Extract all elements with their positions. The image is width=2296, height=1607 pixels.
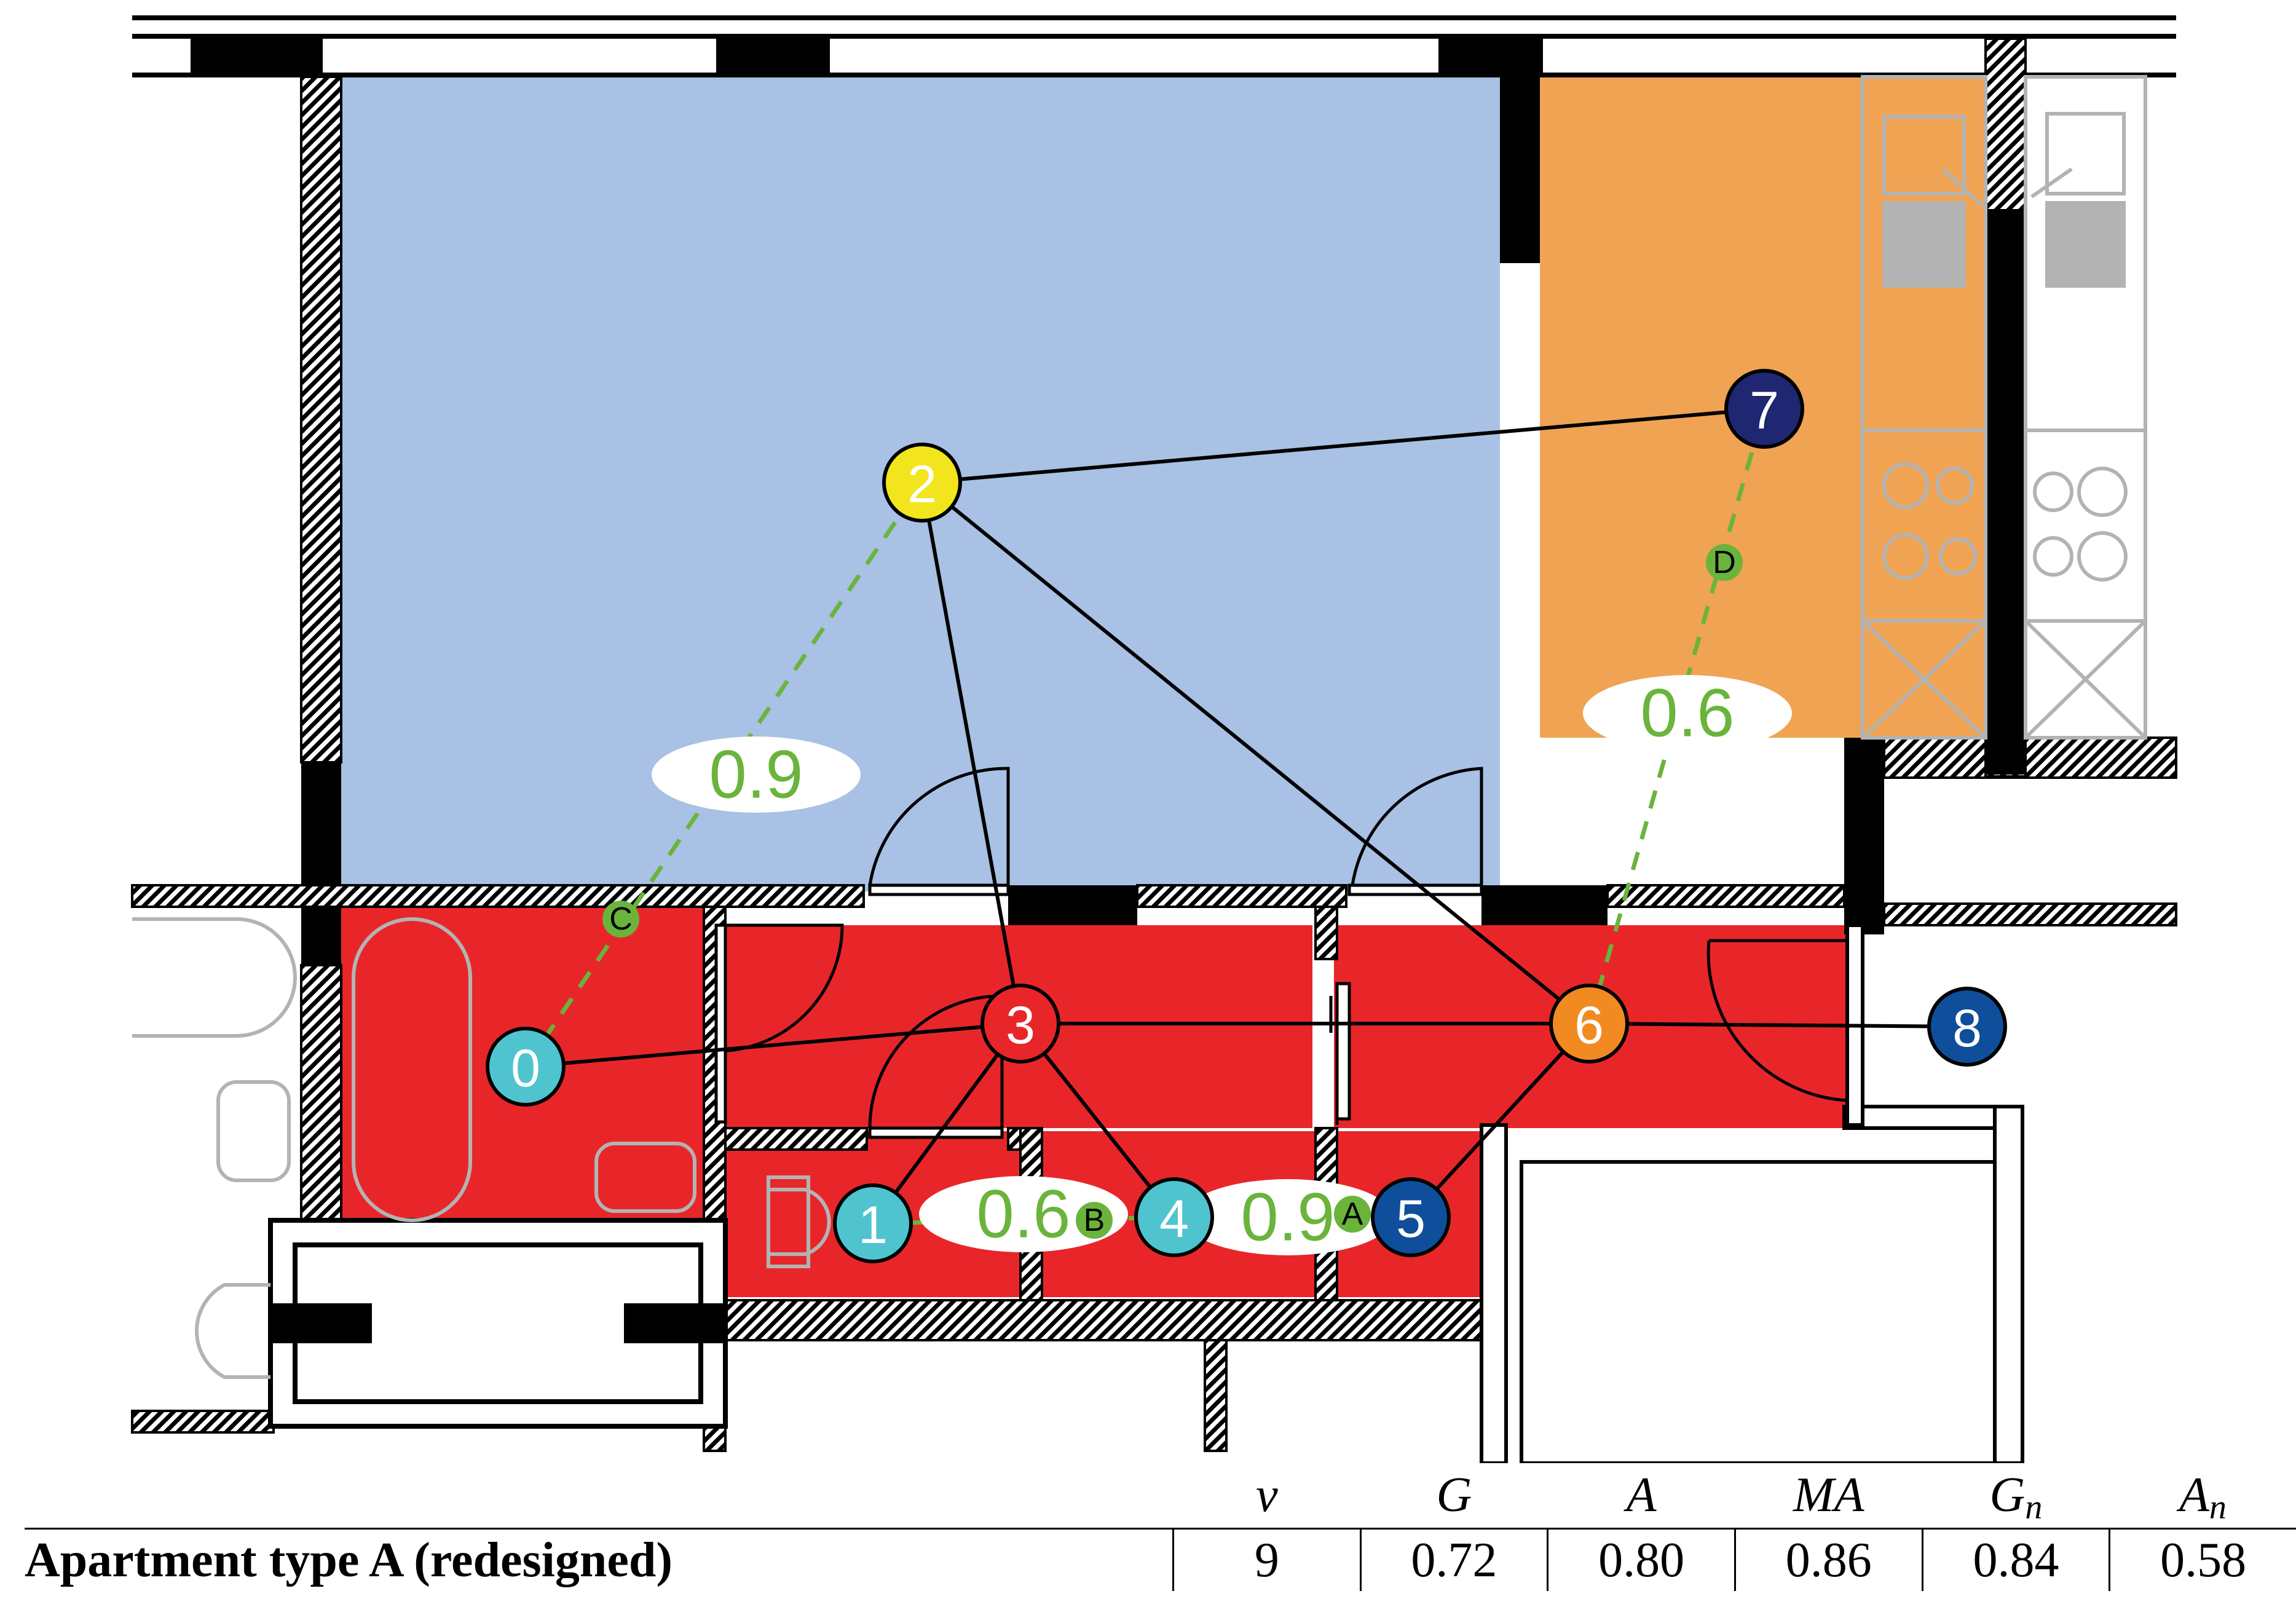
edge-6-5 [1409, 1022, 1591, 1219]
edge-3-4 [1019, 1022, 1176, 1218]
header-ma: MA [1735, 1466, 1923, 1530]
table-corner [25, 1466, 1174, 1530]
node-label-2: 2 [907, 455, 937, 514]
node-1 [833, 1183, 913, 1263]
facade [132, 15, 2176, 77]
weight-badge-d [1583, 675, 1792, 751]
weight-label-a: 0.9 [1241, 1180, 1335, 1255]
weight-label-d: 0.6 [1641, 676, 1735, 751]
link-marker-label-c: C [609, 901, 633, 937]
dashed-link-d [1587, 408, 1767, 1024]
link-marker-a [1334, 1196, 1371, 1233]
header-a: A [1547, 1466, 1735, 1530]
edge-6-8 [1588, 1022, 1968, 1029]
header-v: v [1173, 1466, 1361, 1530]
value-gn: 0.84 [1921, 1528, 2110, 1591]
value-ma: 0.86 [1734, 1528, 1923, 1591]
node-label-6: 6 [1574, 996, 1604, 1055]
weight-badge-c [652, 736, 861, 813]
node-2 [882, 443, 962, 523]
node-label-0: 0 [511, 1039, 540, 1098]
graph-nodes: 0 1 2 3 4 5 6 7 8 [486, 369, 2007, 1263]
node-4 [1134, 1177, 1214, 1257]
node-label-5: 5 [1396, 1190, 1426, 1249]
link-marker-label-b: B [1084, 1202, 1105, 1238]
node-6 [1549, 984, 1629, 1064]
link-marker-label-a: A [1342, 1196, 1363, 1232]
shaft [268, 1218, 728, 1429]
weight-label-b: 0.6 [977, 1177, 1071, 1252]
header-an: An [2109, 1466, 2296, 1530]
graph-edges [525, 407, 1968, 1225]
link-marker-c [602, 901, 639, 938]
fixtures [132, 75, 2147, 1379]
value-a: 0.80 [1547, 1528, 1735, 1591]
edge-2-7 [921, 407, 1765, 484]
weight-badge-b [919, 1176, 1128, 1252]
node-8 [1927, 987, 2007, 1067]
link-marker-d [1706, 544, 1743, 581]
edge-3-1 [871, 1022, 1022, 1225]
node-label-7: 7 [1750, 381, 1779, 440]
value-v: 9 [1172, 1528, 1361, 1591]
edge-2-6 [921, 481, 1590, 1025]
node-0 [486, 1027, 566, 1107]
edge-0-3 [525, 1022, 1021, 1068]
node-7 [1724, 369, 1804, 449]
node-3 [980, 984, 1060, 1064]
header-g: G [1360, 1466, 1548, 1530]
link-marker-b [1076, 1202, 1113, 1239]
weight-label-c: 0.9 [709, 737, 803, 813]
header-gn: Gn [1922, 1466, 2110, 1530]
node-label-8: 8 [1952, 999, 1982, 1058]
node-label-4: 4 [1159, 1190, 1189, 1249]
walls [131, 38, 2177, 1463]
value-an: 0.58 [2109, 1528, 2296, 1591]
link-marker-label-d: D [1713, 545, 1736, 580]
node-label-1: 1 [858, 1196, 888, 1255]
value-g: 0.72 [1359, 1528, 1548, 1591]
weight-badge-a [1183, 1179, 1392, 1255]
edge-2-3 [920, 482, 1022, 1024]
metrics-table: v G A MA Gn An Apartment type A (redesig… [25, 1466, 2296, 1591]
node-5 [1371, 1177, 1451, 1257]
row-label: Apartment type A (redesigned) [25, 1533, 673, 1587]
node-label-3: 3 [1006, 996, 1035, 1055]
